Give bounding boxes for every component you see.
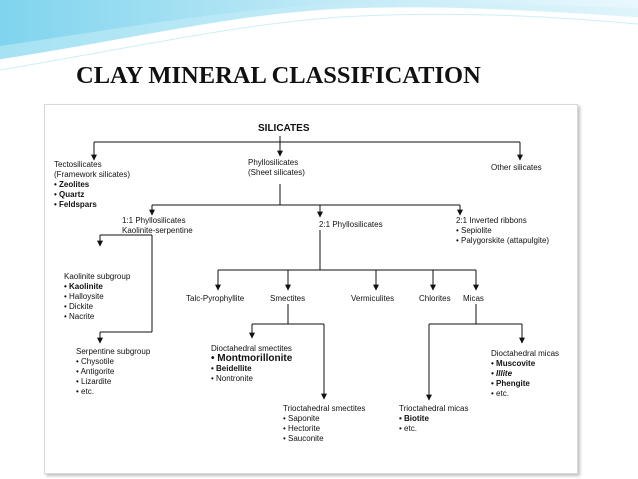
node-phyllosilicates: Phyllosilicates (Sheet silicates) xyxy=(248,158,305,178)
node-serpentine-subgroup: Serpentine subgroup • Chysotile • Antigo… xyxy=(76,347,150,397)
list-item: • Saponite xyxy=(283,414,320,423)
node-label: 2:1 Inverted ribbons xyxy=(456,216,527,225)
list-item: • Dickite xyxy=(64,302,94,311)
node-talc-pyrophyllite: Talc-Pyrophyllite xyxy=(186,294,244,304)
list-item: • Nontronite xyxy=(211,374,253,383)
node-tectosilicates: Tectosilicates (Framework silicates) • Z… xyxy=(54,160,130,210)
node-label: Phyllosilicates xyxy=(248,158,299,167)
list-item: • etc. xyxy=(491,389,509,398)
node-label: SILICATES xyxy=(258,123,310,134)
list-item: • Hectorite xyxy=(283,424,321,433)
node-label: Serpentine subgroup xyxy=(76,347,151,356)
list-item: • Antigorite xyxy=(76,367,115,376)
list-item: • Phengite xyxy=(491,379,530,388)
node-label: Kaolinite subgroup xyxy=(64,272,131,281)
node-kaolinite-subgroup: Kaolinite subgroup • Kaolinite • Halloys… xyxy=(64,272,130,322)
list-item: • Sauconite xyxy=(283,434,324,443)
node-2-1-phyllosilicates: 2:1 Phyllosilicates xyxy=(319,220,383,230)
node-label: (Sheet silicates) xyxy=(248,168,305,177)
node-smectites: Smectites xyxy=(270,294,305,304)
list-item: • etc. xyxy=(76,387,94,396)
node-dioctahedral-smectites: Dioctahedral smectites • Montmorillonite… xyxy=(211,344,292,384)
node-label: Trioctahedral micas xyxy=(399,404,469,413)
node-dioctahedral-micas: Dioctahedral micas • Muscovite • Illite … xyxy=(491,349,559,399)
list-item: • Palygorskite (attapulgite) xyxy=(456,236,550,245)
header-wave-decoration xyxy=(0,0,638,71)
node-label: (Framework silicates) xyxy=(54,170,131,179)
node-label: Smectites xyxy=(270,294,306,303)
list-item: • Zeolites xyxy=(54,180,90,189)
node-label: Dioctahedral micas xyxy=(491,349,560,358)
node-trioctahedral-smectites: Trioctahedral smectites • Saponite • Hec… xyxy=(283,404,365,444)
list-item: • Lizardite xyxy=(76,377,112,386)
list-item: • Nacrite xyxy=(64,312,95,321)
node-chlorites: Chlorites xyxy=(419,294,451,304)
node-other-silicates: Other silicates xyxy=(491,163,542,173)
classification-chart xyxy=(44,104,578,474)
node-silicates: SILICATES xyxy=(258,124,309,134)
list-item: • Biotite xyxy=(399,414,429,423)
node-micas: Micas xyxy=(463,294,484,304)
node-label: Other silicates xyxy=(491,163,542,172)
list-item: • Chysotile xyxy=(76,357,114,366)
list-item: • Muscovite xyxy=(491,359,536,368)
node-vermiculites: Vermiculites xyxy=(351,294,394,304)
list-item: • Feldspars xyxy=(54,200,97,209)
list-item: • Montmorillonite xyxy=(211,353,293,364)
slide-title: CLAY MINERAL CLASSIFICATION xyxy=(76,62,481,89)
list-item: • Illite xyxy=(491,369,513,378)
node-inverted-ribbons: 2:1 Inverted ribbons • Sepiolite • Palyg… xyxy=(456,216,549,246)
node-trioctahedral-micas: Trioctahedral micas • Biotite • etc. xyxy=(399,404,469,434)
list-item: • Quartz xyxy=(54,190,85,199)
node-1-1-phyllosilicates: 1:1 Phyllosilicates Kaolinite-serpentine xyxy=(122,216,193,236)
node-label: Tectosilicates xyxy=(54,160,102,169)
node-label: 2:1 Phyllosilicates xyxy=(319,220,383,229)
node-label: Trioctahedral smectites xyxy=(283,404,366,413)
node-label: Talc-Pyrophyllite xyxy=(186,294,245,303)
list-item: • etc. xyxy=(399,424,417,433)
node-label: 1:1 Phyllosilicates xyxy=(122,216,186,225)
list-item: • Beidellite xyxy=(211,364,252,373)
node-label: Chlorites xyxy=(419,294,451,303)
node-label: Micas xyxy=(463,294,484,303)
list-item: • Kaolinite xyxy=(64,282,103,291)
node-label: Dioctahedral smectites xyxy=(211,344,292,353)
node-label: Vermiculites xyxy=(351,294,395,303)
list-item: • Sepiolite xyxy=(456,226,492,235)
list-item: • Halloysite xyxy=(64,292,104,301)
node-label: Kaolinite-serpentine xyxy=(122,226,193,235)
